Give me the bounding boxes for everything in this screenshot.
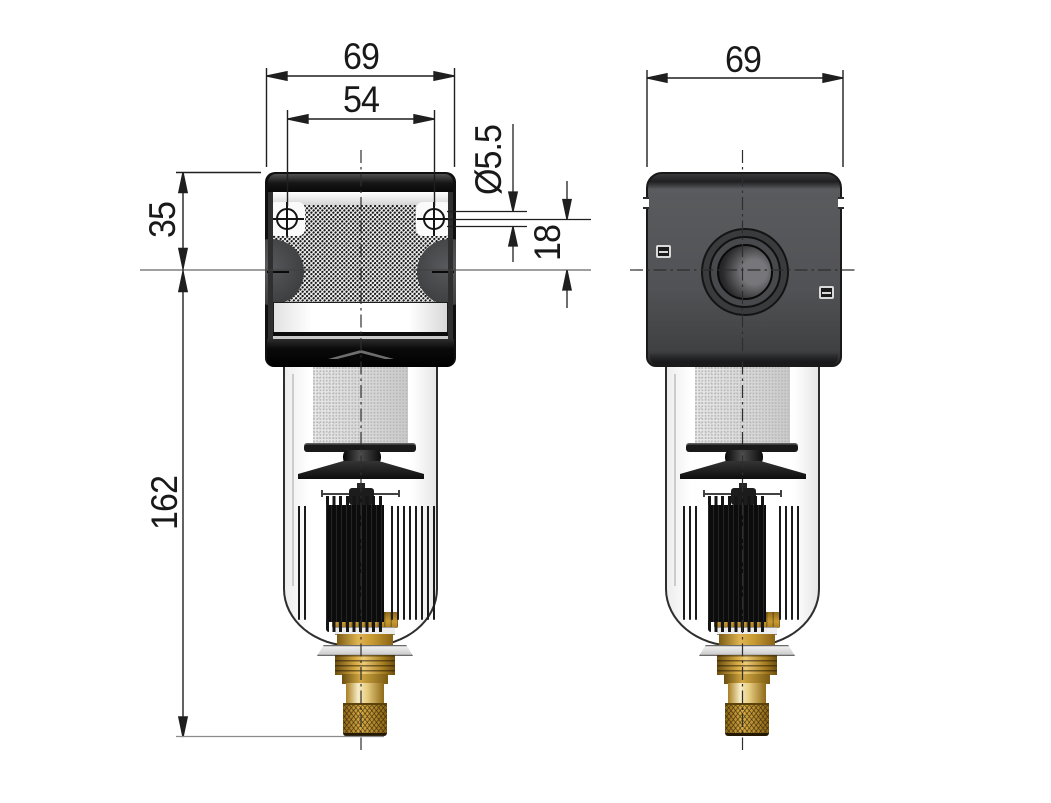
- bowl-reflection-line: [292, 374, 294, 586]
- port-centermark: [432, 271, 454, 273]
- bowl-reflection-line: [674, 374, 676, 586]
- element-fin: [791, 506, 793, 620]
- head-white-band: [273, 302, 448, 333]
- element-fin: [391, 506, 393, 620]
- element-fin: [415, 506, 417, 620]
- drain-knurled-knob: [725, 703, 769, 736]
- element-fin: [397, 506, 399, 620]
- brass-ring: [337, 634, 393, 646]
- element-fin: [427, 506, 429, 620]
- port-marking-bar: [659, 251, 668, 253]
- drain-thread: [335, 655, 395, 675]
- dim-label-hole-to-port: 18: [527, 224, 568, 262]
- drain-flange-plate: [317, 645, 413, 656]
- dim-label-width-side: 69: [342, 36, 380, 77]
- element-fins-bottom: [326, 621, 384, 632]
- dim-label-hole-spacing: 54: [342, 79, 380, 120]
- baffle-flange: [304, 443, 416, 452]
- element-fin: [689, 506, 691, 620]
- port-bore: [717, 244, 773, 300]
- filter-head-side-view: [265, 172, 456, 367]
- drain-flange-plate: [699, 645, 795, 656]
- washer-tick: [398, 490, 400, 497]
- element-fin: [304, 506, 306, 620]
- head-side-wall: [268, 192, 273, 339]
- element-fin: [785, 506, 787, 620]
- drain-step: [724, 674, 770, 684]
- element-fin: [421, 506, 423, 620]
- element-fin: [695, 506, 697, 620]
- drain-thread: [717, 655, 777, 675]
- washer-tick: [321, 490, 323, 497]
- brass-ring: [719, 634, 775, 646]
- element-fin: [433, 506, 435, 620]
- element-fins-bottom: [708, 621, 766, 632]
- head-side-notch: [643, 197, 649, 209]
- element-fin: [797, 506, 799, 620]
- washer-tick: [703, 490, 705, 497]
- dim-label-hole-diameter: Ø5.5: [468, 124, 509, 196]
- port-marking-icon: [819, 286, 834, 299]
- drain-knurled-knob: [343, 703, 387, 736]
- filter-head-front-view: [646, 172, 842, 367]
- head-side-wall: [448, 192, 453, 339]
- baffle-spool: [725, 450, 763, 464]
- port-marking-bar: [822, 292, 831, 294]
- washer-tick: [780, 490, 782, 497]
- screw-centermark: [433, 202, 435, 236]
- head-top-cap: [268, 174, 453, 194]
- element-fin: [779, 506, 781, 620]
- port-centermark: [267, 271, 289, 273]
- head-bottom-ridge-shadow: [333, 353, 389, 360]
- element-fin: [403, 506, 405, 620]
- port-marking-icon: [656, 245, 671, 258]
- dim-label-overall-height: 162: [144, 475, 185, 531]
- filter-tube: [695, 367, 790, 444]
- head-bottom-lip: [650, 353, 838, 366]
- element-fins-top: [326, 496, 384, 506]
- dim-label-width-front: 69: [724, 39, 762, 80]
- dim-label-head-height: 35: [142, 201, 183, 239]
- drain-shaft: [728, 683, 766, 704]
- head-side-notch: [838, 197, 844, 209]
- element-fin: [409, 506, 411, 620]
- drain-step: [342, 674, 388, 684]
- element-fin: [683, 506, 685, 620]
- drain-shaft: [346, 683, 384, 704]
- element-fin: [298, 506, 300, 620]
- filter-element: [708, 505, 766, 622]
- baffle-spool: [343, 450, 381, 464]
- element-fins-top: [708, 496, 766, 506]
- filter-element: [326, 505, 384, 622]
- screw-centermark: [286, 202, 288, 236]
